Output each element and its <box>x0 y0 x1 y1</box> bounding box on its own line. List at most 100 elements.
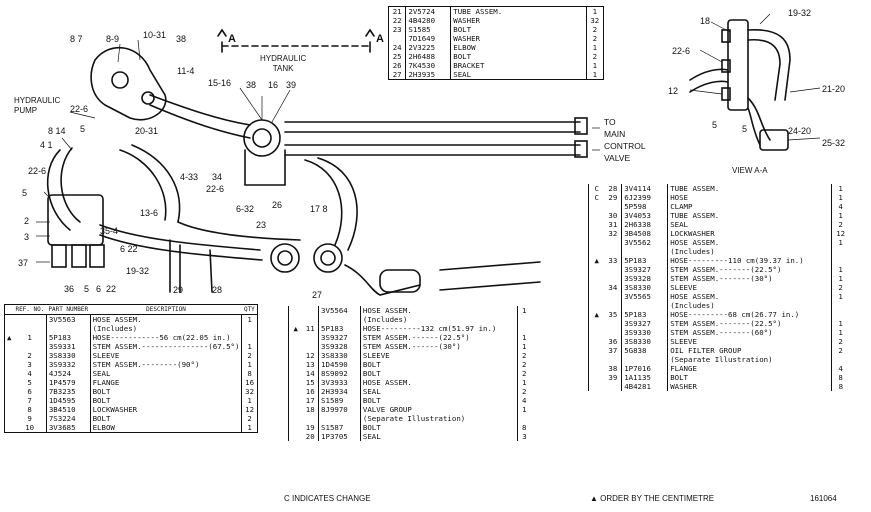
section-marker-a-right: A <box>376 33 384 45</box>
description: ELBOW <box>90 423 243 433</box>
callout-8-14: 8 14 <box>48 126 66 136</box>
description: TUBE ASSEM. <box>667 184 833 193</box>
part-number <box>621 247 669 256</box>
part-number: 5P183 <box>318 324 361 333</box>
ref-number: 29 <box>604 193 623 202</box>
row-mark <box>5 423 14 433</box>
ref-number: 17 <box>302 396 320 405</box>
callout-13-6: 13-6 <box>140 208 159 218</box>
quantity: 12 <box>836 229 846 238</box>
ref-number: 31 <box>604 220 623 229</box>
quantity <box>517 315 531 324</box>
ref-number: 2 <box>13 351 47 360</box>
part-number: 5P183 <box>621 256 669 265</box>
quantity: 1 <box>838 265 843 274</box>
row-mark <box>5 369 14 378</box>
part-number: 2V5724 <box>405 6 452 16</box>
part-number: 8J9970 <box>318 405 361 414</box>
view-callout-12: 12 <box>668 86 679 96</box>
ref-number: 37 <box>604 346 623 355</box>
ref-number <box>13 314 47 324</box>
quantity: 1 <box>247 396 252 405</box>
description: HOSE---------68 cm(26.77 in.) <box>667 310 833 319</box>
description: SLEEVE <box>90 351 243 360</box>
view-callout-22-6: 22-6 <box>672 46 691 56</box>
row-mark <box>5 378 14 387</box>
section-marker-a-left: A <box>228 33 236 45</box>
part-number: 5P183 <box>621 310 669 319</box>
ref-number: 10 <box>13 423 47 433</box>
description: BOLT <box>360 396 518 405</box>
row-mark <box>5 342 14 351</box>
quantity: 2 <box>522 387 527 396</box>
description: STEM ASSEM.-------(30°) <box>667 274 833 283</box>
part-number: 3S8330 <box>621 283 669 292</box>
quantity: 1 <box>522 306 527 315</box>
quantity: 1 <box>838 292 843 301</box>
description: SEAL <box>90 369 243 378</box>
callout-6: 6 <box>96 284 102 294</box>
part-number: 2H3935 <box>405 70 452 80</box>
quantity: 2 <box>247 351 252 360</box>
ref-number: 25 <box>388 52 407 61</box>
row-mark <box>289 414 303 423</box>
row-mark <box>589 319 605 328</box>
callout-19-32: 19-32 <box>126 266 150 276</box>
ref-number: 19 <box>302 423 320 432</box>
quantity: 2 <box>592 52 598 61</box>
quantity: 1 <box>247 360 252 369</box>
part-number: 3V5563 <box>46 314 91 324</box>
quantity: 1 <box>592 61 598 70</box>
row-mark <box>589 265 605 274</box>
row-mark <box>289 351 303 360</box>
description: HOSE---------132 cm(51.97 in.) <box>360 324 518 333</box>
quantity: 2 <box>838 220 843 229</box>
description: CLAMP <box>667 202 833 211</box>
row-mark <box>589 202 605 211</box>
part-number: 3S9327 <box>318 333 361 342</box>
callout-17-8: 17 8 <box>310 204 328 214</box>
part-number: 3V3685 <box>46 423 91 433</box>
header-ref: REF. NO. <box>13 304 47 315</box>
part-number: 3V5565 <box>621 292 669 301</box>
part-number <box>621 355 669 364</box>
row-mark <box>589 283 605 292</box>
ref-number: 21 <box>388 6 407 16</box>
row-mark <box>589 247 605 256</box>
quantity: 1 <box>838 274 843 283</box>
part-number: 5G838 <box>621 346 669 355</box>
part-number: 3S9327 <box>621 319 669 328</box>
quantity: 32 <box>590 16 600 25</box>
ref-number <box>13 342 47 351</box>
ref-number: 16 <box>302 387 320 396</box>
ref-number <box>604 382 623 391</box>
description: HOSE ASSEM. <box>90 314 243 324</box>
quantity <box>517 324 531 333</box>
description: BOLT <box>667 373 833 382</box>
callout-34: 34 <box>212 172 223 182</box>
quantity <box>242 324 257 333</box>
part-number: 1A1135 <box>621 373 669 382</box>
callout-11-4: 11-4 <box>177 66 195 76</box>
callout-16: 16 <box>268 80 279 90</box>
part-number: 3S9327 <box>621 265 669 274</box>
row-mark <box>289 378 303 387</box>
row-mark <box>289 342 303 351</box>
description: SEAL <box>450 70 587 80</box>
row-mark <box>5 315 14 325</box>
description: WASHER <box>450 34 587 43</box>
part-number: S1587 <box>318 423 361 432</box>
ref-number <box>604 319 623 328</box>
view-callout-5-a: 5 <box>712 120 718 130</box>
part-number: 7S3224 <box>46 414 91 423</box>
description: HOSE ASSEM. <box>360 306 518 315</box>
description: TUBE ASSEM. <box>450 6 587 16</box>
